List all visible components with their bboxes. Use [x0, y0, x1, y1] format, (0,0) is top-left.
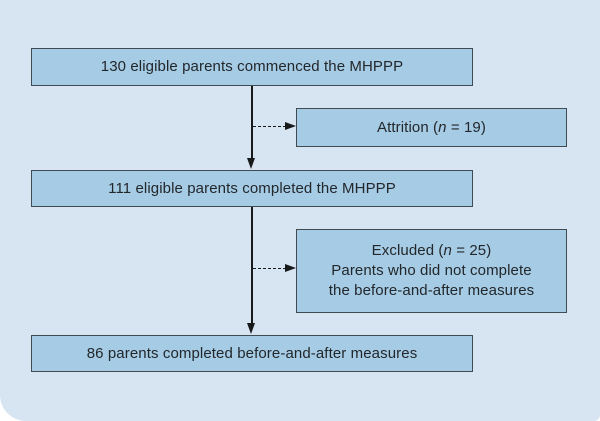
excluded-text-suffix: = 25): [451, 242, 492, 259]
excluded-line-3: the before-and-after measures: [328, 282, 535, 299]
excluded-n-italic: n: [443, 242, 452, 259]
excluded-line-1: Excluded (n = 25): [372, 242, 492, 259]
flow-box-measures: 86 parents completed before-and-after me…: [31, 335, 473, 372]
arrow-line-down-1: [251, 86, 253, 159]
flow-box-commenced: 130 eligible parents commenced the MHPPP: [31, 48, 473, 86]
flow-box-attrition: Attrition (n = 19): [296, 108, 567, 147]
flow-box-completed-label: 111 eligible parents completed the MHPPP: [108, 179, 396, 197]
attrition-text-prefix: Attrition (: [377, 118, 439, 136]
dashed-line-attrition: [253, 126, 286, 127]
flow-box-attrition-label: Attrition (n = 19): [377, 118, 486, 138]
attrition-text-suffix: = 19): [446, 118, 486, 136]
excluded-line-2: Parents who did not complete: [331, 262, 532, 279]
arrowhead-down-2-icon: [247, 323, 256, 334]
excluded-text-prefix: Excluded (: [371, 242, 444, 259]
arrowhead-right-excluded-icon: [285, 264, 296, 273]
flow-box-measures-label: 86 parents completed before-and-after me…: [86, 344, 418, 362]
arrowhead-down-1-icon: [247, 158, 256, 169]
flow-box-completed: 111 eligible parents completed the MHPPP: [31, 170, 473, 207]
arrowhead-right-attrition-icon: [285, 122, 296, 131]
arrow-line-down-2: [251, 207, 253, 323]
flow-box-excluded: Excluded (n = 25) Parents who did not co…: [296, 229, 567, 313]
flow-box-excluded-label: Excluded (n = 25) Parents who did not co…: [329, 241, 535, 301]
dashed-line-excluded: [253, 268, 286, 269]
attrition-n-italic: n: [438, 118, 447, 136]
flow-box-commenced-label: 130 eligible parents commenced the MHPPP: [100, 58, 404, 75]
